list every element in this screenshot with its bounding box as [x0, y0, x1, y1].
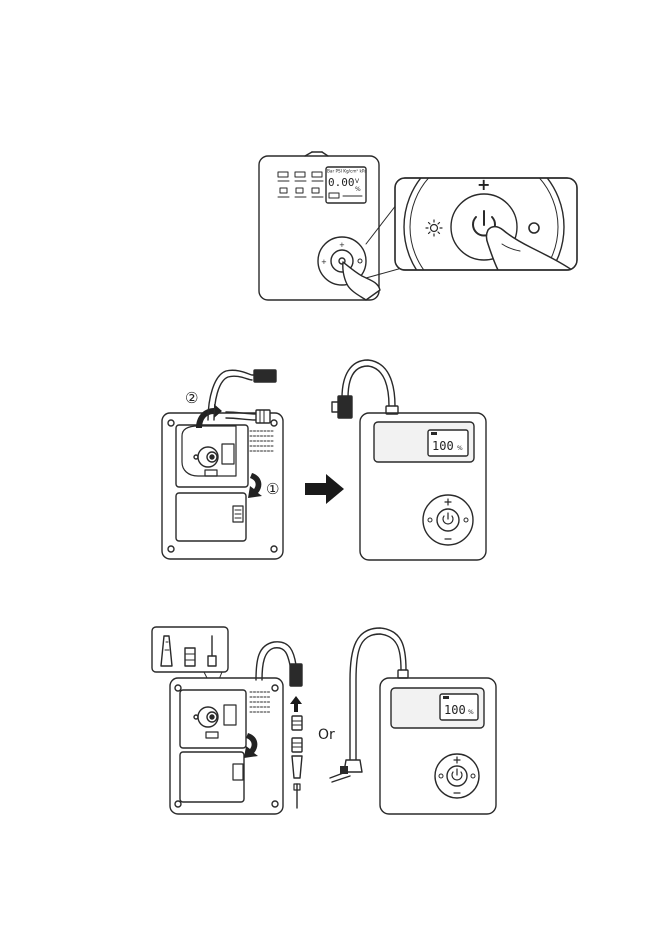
step3-adapter-valve [292, 738, 302, 752]
step2-display-unit: % [457, 445, 463, 452]
step2-hose-nozzle-top [254, 370, 276, 382]
step1-lcd-reading: 0.00 [328, 176, 355, 189]
step1-plus-icon: + [339, 241, 345, 249]
step2-connect-hose: ① ② 100 % [162, 360, 486, 560]
step3-hose-nozzle [290, 664, 302, 686]
step3-or-label: Or [318, 727, 335, 743]
step3-up-arrow-icon [290, 696, 302, 712]
step2-hose-connector [256, 410, 270, 423]
step3-device-back [170, 678, 283, 814]
step1-lcd-unit-pct: % [355, 186, 361, 193]
step3-device-port [398, 670, 408, 678]
step3-adapter-connector [292, 716, 302, 730]
step1-light-icon: + [321, 258, 327, 266]
step3-adapter-cone [292, 756, 302, 778]
step2-device-hose [348, 366, 389, 406]
step2-device-hose-nozzle [338, 396, 352, 418]
step1-zoom-panel: + [395, 147, 580, 307]
step1-power-on: Bar PSI Kg/cm² kPa 0.00 V % + + [259, 147, 580, 307]
step2-label-2: ② [185, 389, 198, 407]
step2-device-back [162, 413, 283, 559]
step1-lcd-mode-row: Bar PSI Kg/cm² kPa [327, 169, 367, 174]
step3-attach-adapter: Or 100 % [152, 627, 496, 814]
step3-display-unit: % [468, 709, 474, 716]
step2-display-value: 100 [432, 439, 454, 453]
step3-display-value: 100 [444, 703, 466, 717]
step2-label-1: ① [266, 480, 279, 498]
step2-right-arrow-icon [305, 474, 344, 504]
